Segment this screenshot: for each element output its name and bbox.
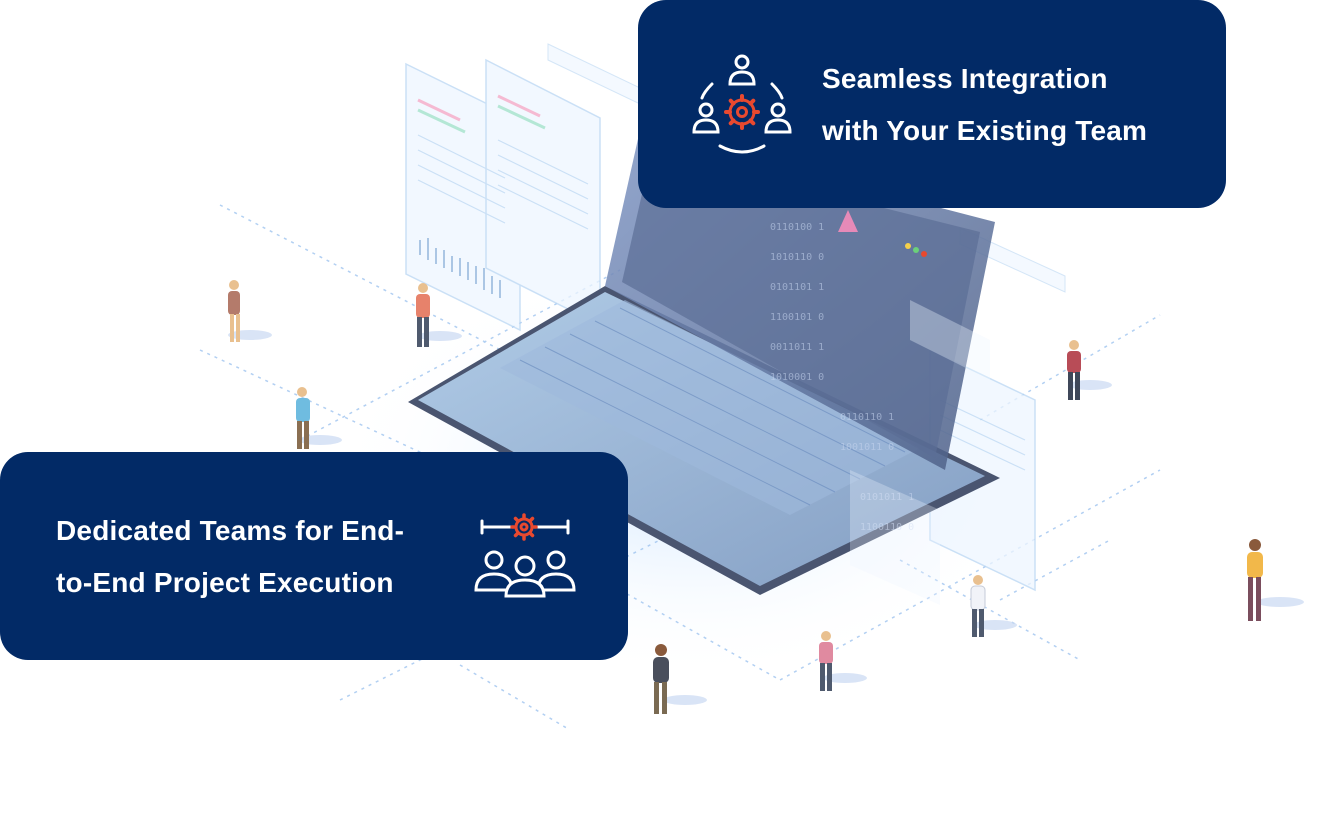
svg-text:0110110 1: 0110110 1 (840, 412, 894, 423)
svg-text:0101101 1: 0101101 1 (770, 282, 824, 293)
person-figure (296, 387, 342, 449)
integration-title-line-2: with Your Existing Team (822, 115, 1148, 146)
svg-text:1100110 0: 1100110 0 (860, 522, 914, 533)
people-figures (228, 280, 1304, 714)
dedicated-teams-title: Dedicated Teams for End- to-End Project … (56, 505, 404, 609)
integration-card (638, 0, 1226, 208)
dedicated-team-gear-icon (474, 513, 576, 598)
svg-text:0011011 1: 0011011 1 (770, 342, 824, 353)
laptop: 0110100 1 1010110 0 0101101 1 1100101 0 … (408, 130, 1000, 605)
person-figure (970, 575, 1017, 637)
person-figure (819, 631, 867, 691)
integration-title: Seamless Integration with Your Existing … (822, 53, 1147, 157)
svg-text:1010001 0: 1010001 0 (770, 372, 824, 383)
integration-title-line-1: Seamless Integration (822, 63, 1108, 94)
svg-text:1010110 0: 1010110 0 (770, 252, 824, 263)
svg-text:1100101 0: 1100101 0 (770, 312, 824, 323)
dedicated-teams-title-line-2: to-End Project Execution (56, 567, 394, 598)
svg-text:1001011 0: 1001011 0 (840, 442, 894, 453)
person-figure (416, 283, 462, 347)
person-figure (228, 280, 272, 342)
svg-text:0101011 1: 0101011 1 (860, 492, 914, 503)
dedicated-teams-title-line-1: Dedicated Teams for End- (56, 515, 405, 546)
person-figure (1247, 539, 1304, 621)
team-integration-gear-icon (692, 54, 792, 154)
person-figure (1067, 340, 1112, 400)
person-figure (653, 644, 707, 714)
svg-text:0110100 1: 0110100 1 (770, 222, 824, 233)
